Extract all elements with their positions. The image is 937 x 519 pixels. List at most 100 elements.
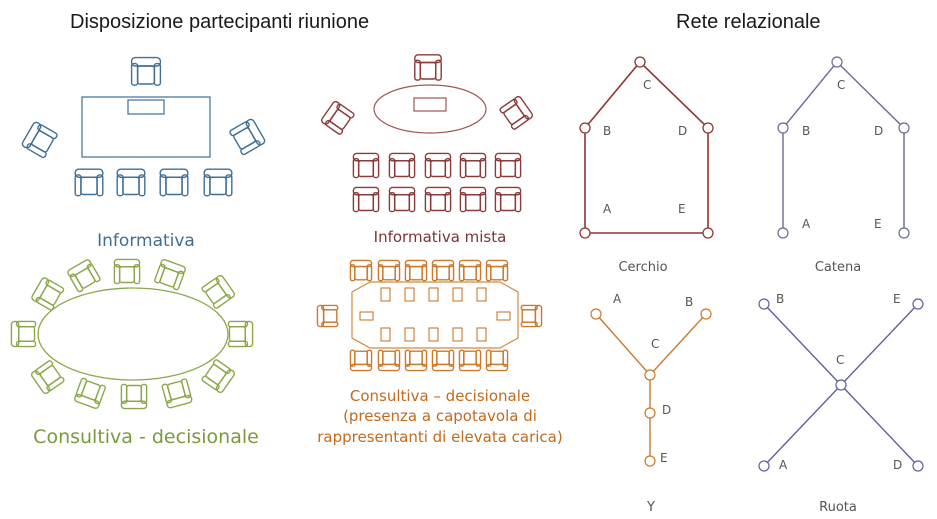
title-right: Rete relazionale [676, 11, 821, 33]
chair-icon [31, 277, 65, 311]
node-d [912, 460, 924, 472]
chairs-consultiva-right [316, 259, 543, 372]
caption-catena: Catena [815, 260, 861, 275]
table-rect [81, 96, 211, 158]
chair-icon [161, 378, 193, 409]
y-label-e: E [660, 451, 668, 465]
chair-icon [485, 349, 509, 372]
title-left: Disposizione partecipanti riunione [70, 11, 369, 33]
catena-label-e: E [874, 217, 882, 231]
caption-consultiva-right-line-1: Consultiva – decisionale [350, 387, 530, 405]
chair-icon [201, 274, 236, 309]
caption-informativa: Informativa [97, 231, 195, 251]
cerchio-edges [584, 60, 709, 234]
node-e [644, 455, 656, 467]
network-cerchio [579, 56, 714, 239]
node-a [777, 227, 789, 239]
node-c [831, 56, 843, 68]
y-label-a: A [613, 292, 622, 306]
caption-consultiva-right-line-2: (presenza a capotavola di [343, 407, 537, 425]
chair-icon [459, 186, 487, 213]
y-label-c: C [651, 337, 659, 351]
place-mark [428, 287, 439, 302]
catena-label-a: A [802, 217, 811, 231]
catena-label-b: B [802, 124, 810, 138]
chair-icon [404, 349, 428, 372]
chair-icon [30, 360, 65, 395]
place-mark [404, 327, 415, 342]
chairs-informativa-mista [320, 54, 534, 213]
chair-icon [520, 304, 543, 328]
place-mark [380, 287, 391, 302]
chair-icon [494, 152, 522, 179]
node-e [912, 298, 924, 310]
layout-consultiva-right [351, 281, 519, 349]
cerchio-label-d: D [678, 124, 687, 138]
node-d [702, 122, 714, 134]
cerchio-label-e: E [678, 202, 686, 216]
place-mark [452, 327, 463, 342]
big-oval-table [37, 287, 229, 381]
catena-label-c: C [837, 78, 845, 92]
head-place [413, 97, 447, 112]
place-mark [404, 287, 415, 302]
chair-icon [499, 95, 534, 130]
place-mark [496, 311, 511, 321]
chair-icon [459, 152, 487, 179]
network-ruota [758, 298, 924, 472]
node-d [644, 407, 656, 419]
chair-icon [388, 152, 416, 179]
oval-table [373, 84, 487, 134]
node-b [758, 298, 770, 310]
layout-informativa [81, 96, 211, 158]
place-mark [380, 327, 391, 342]
place-mark [452, 287, 463, 302]
chair-icon [203, 168, 233, 197]
y-label-b: B [685, 295, 693, 309]
chair-icon [458, 259, 482, 282]
chair-icon [424, 186, 452, 213]
chair-icon [130, 56, 162, 86]
chair-icon [116, 168, 146, 197]
chair-icon [21, 121, 58, 159]
chair-icon [229, 118, 266, 156]
places-consultiva-right [359, 287, 511, 342]
place-mark [359, 311, 374, 321]
chair-icon [424, 152, 452, 179]
chair-icon [431, 259, 455, 282]
chair-icon [74, 377, 106, 409]
chair-icon [120, 383, 148, 410]
chair-icon [159, 168, 189, 197]
chair-icon [485, 259, 509, 282]
node-e [702, 227, 714, 239]
node-a [758, 460, 770, 472]
ruota-label-e: E [893, 292, 901, 306]
node-c [644, 369, 656, 381]
chair-icon [320, 100, 355, 135]
node-b [777, 122, 789, 134]
head-place [127, 99, 165, 115]
layout-informativa-mista [373, 84, 487, 134]
chair-icon [113, 258, 141, 285]
chair-icon [349, 349, 373, 372]
layout-consultiva-left [37, 287, 229, 381]
ruota-label-c: C [836, 353, 844, 367]
caption-consultiva-right-line-3: rappresentanti di elevata carica) [317, 428, 562, 446]
chair-icon [10, 320, 37, 348]
chair-icon [227, 320, 254, 348]
caption-consultiva-left: Consultiva - decisionale [33, 426, 259, 448]
ruota-label-b: B [776, 292, 784, 306]
place-mark [476, 287, 487, 302]
chair-icon [414, 54, 442, 81]
chairs-consultiva-left [10, 258, 254, 410]
chairs-informativa [21, 56, 266, 197]
network-catena [777, 56, 910, 239]
chair-icon [377, 259, 401, 282]
long-table [351, 281, 519, 349]
chair-icon [352, 152, 380, 179]
catena-label-d: D [874, 124, 883, 138]
chair-icon [494, 186, 522, 213]
caption-y: Y [646, 500, 655, 515]
chair-icon [349, 259, 373, 282]
